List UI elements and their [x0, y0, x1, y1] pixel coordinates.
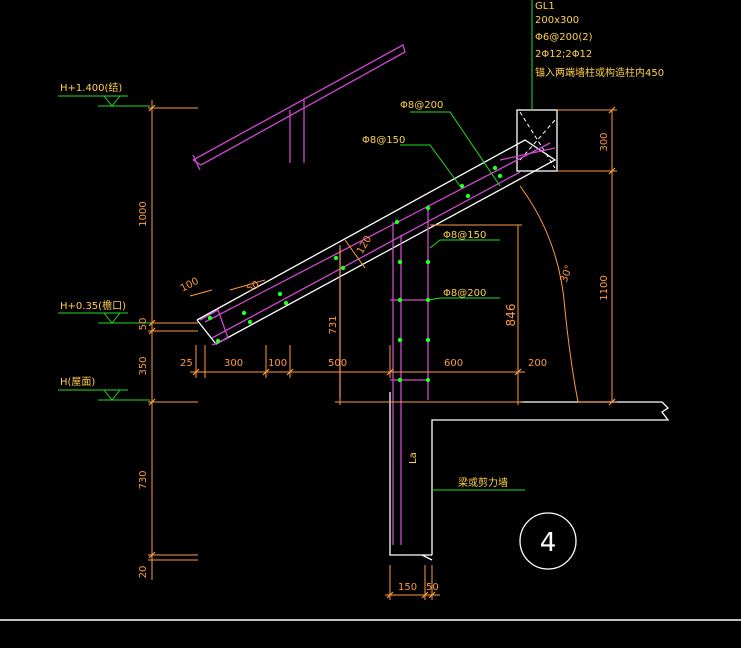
detail-number-circle — [519, 512, 577, 570]
dim-600: 600 — [444, 358, 463, 369]
dim-50-bottom: 50 — [426, 582, 439, 593]
angle-arc — [519, 185, 579, 403]
dim-846: 846 — [504, 304, 518, 327]
leader-top-rebar — [410, 111, 501, 187]
wall-left-edge — [389, 392, 432, 556]
gutter-end — [192, 154, 201, 171]
dim-1000: 1000 — [138, 201, 149, 226]
dim-300-right: 300 — [599, 132, 610, 151]
leader-v1 — [429, 239, 500, 249]
concrete-outline — [196, 109, 670, 561]
beam-stirrup-label: Φ6@200(2) — [535, 32, 593, 43]
dim-150: 150 — [398, 582, 417, 593]
dim-730: 730 — [138, 470, 149, 489]
level-markers — [58, 0, 533, 491]
la-label: La — [408, 452, 419, 464]
rebar-v1-label: Φ8@150 — [443, 230, 486, 241]
beam-size-label: 200x300 — [535, 15, 579, 26]
slope-hook — [199, 309, 229, 346]
dim-100-slope: 100 — [179, 276, 201, 295]
rebar-group — [192, 44, 556, 545]
dimension-lines — [148, 100, 617, 600]
rebar-slope-label: Φ8@150 — [362, 135, 405, 146]
dim-731: 731 — [328, 315, 339, 334]
dim-100: 100 — [268, 358, 287, 369]
beam-diagonal — [519, 119, 556, 161]
beam-anchor-bar — [499, 147, 556, 161]
wall-bottom-tick — [421, 554, 433, 561]
beam-code-label: GL1 — [535, 1, 555, 12]
level-3-triangle — [103, 389, 121, 401]
slope-dim-100 — [189, 289, 213, 297]
slope-dim-50 — [229, 279, 266, 291]
dim-50-slope: 50 — [245, 279, 261, 295]
level-2-label: H+0.35(檐口) — [60, 299, 126, 312]
angle-label: 30° — [559, 264, 575, 284]
level-1-label: H+1.400(结) — [60, 81, 122, 94]
slope-dim-120 — [344, 239, 366, 269]
dim-50: 50 — [138, 318, 149, 331]
detail-number: 4 — [540, 528, 557, 558]
break-symbol — [661, 401, 670, 421]
dim-tick-marks — [148, 104, 616, 599]
beam-gl1-section — [516, 109, 558, 172]
wall-right-edge — [431, 419, 662, 555]
dim-25: 25 — [180, 358, 193, 369]
dim-350: 350 — [138, 356, 149, 375]
level-1-triangle — [103, 95, 121, 107]
leader-slope-rebar — [400, 144, 461, 187]
level-2-triangle — [103, 312, 121, 324]
wall-note-label: 梁或剪力墙 — [458, 476, 508, 489]
sloped-slab-outline — [196, 139, 557, 345]
eave-gutter — [192, 44, 406, 166]
dim-500: 500 — [328, 358, 347, 369]
level-3-label: H(屋面) — [60, 376, 95, 388]
rebar-v2-label: Φ8@200 — [443, 288, 486, 299]
dim-1100: 1100 — [599, 275, 610, 300]
dim-200: 200 — [528, 358, 547, 369]
beam-note-label: 锚入两端墙柱或构造柱内450 — [535, 66, 664, 79]
rebar-top-label: Φ8@200 — [400, 100, 443, 111]
rebar-dots — [207, 165, 503, 383]
leader-v2 — [427, 297, 500, 301]
dim-300: 300 — [224, 358, 243, 369]
beam-main-label: 2Φ12;2Φ12 — [535, 49, 592, 60]
slope-bottom-rebar — [211, 171, 521, 339]
dim-20: 20 — [138, 566, 149, 579]
slope-top-rebar — [204, 142, 551, 323]
